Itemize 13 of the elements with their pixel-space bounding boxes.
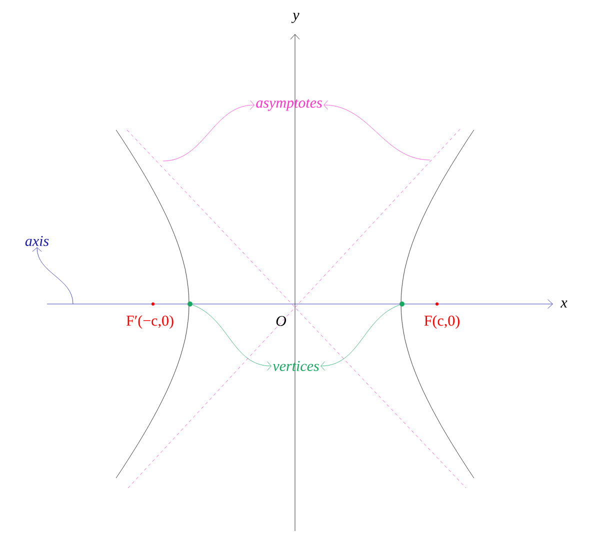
origin-label: O [276,316,286,326]
leader-line [32,247,74,304]
annotation-label: axis [25,236,49,246]
focus-label: F(c,0) [424,315,460,329]
annotation-label: vertices [272,360,319,372]
axis-label: y [291,12,300,24]
leader-line [320,304,400,371]
leader-line [324,100,430,160]
leader-line [162,100,254,162]
focus-label: F′(−c,0) [126,315,174,329]
leader-line [192,304,272,371]
annotation-label: asymptotes [256,99,322,111]
axis-label: x [560,300,568,308]
